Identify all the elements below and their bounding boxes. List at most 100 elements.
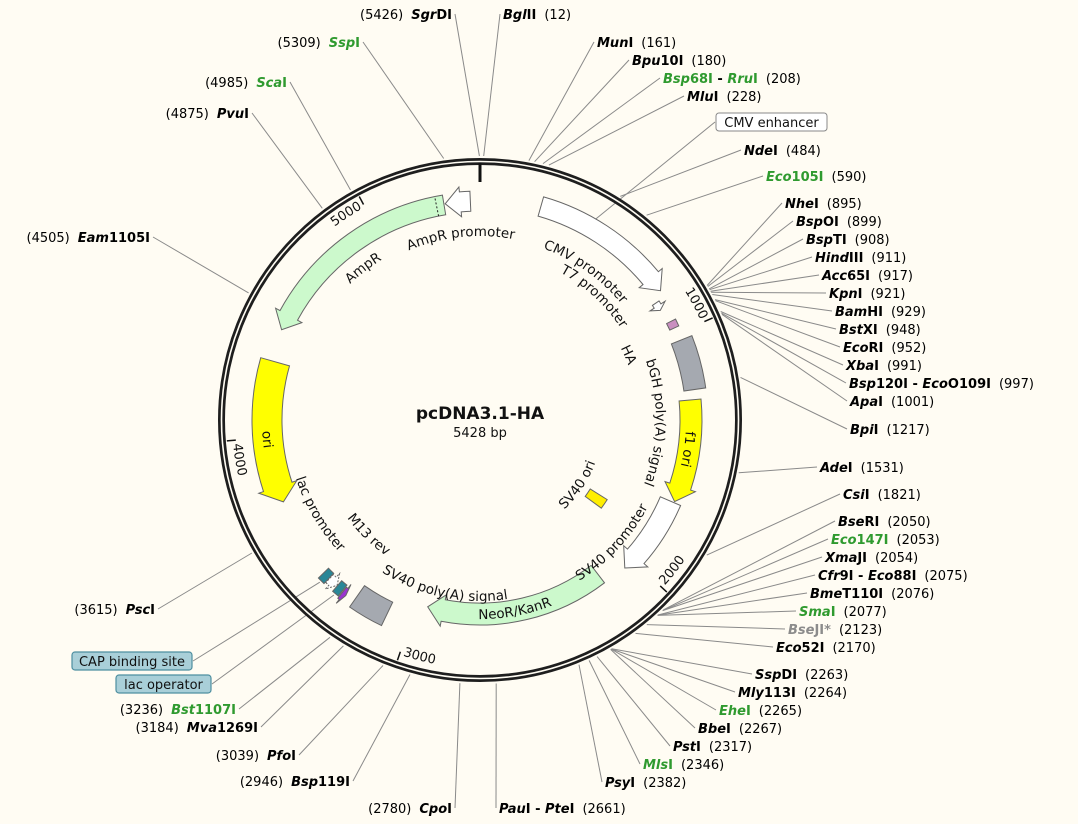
enzyme-site-mly113i[interactable]: Mly113I(2264) bbox=[738, 686, 847, 701]
enzyme-site-bspoi[interactable]: BspOI(899) bbox=[796, 215, 882, 230]
enzyme-site-xbai[interactable]: XbaI(991) bbox=[845, 359, 922, 374]
enzyme-site-nhei[interactable]: NheI(895) bbox=[785, 197, 862, 212]
enzyme-leader-line bbox=[657, 610, 797, 616]
enzyme-site-eco52i[interactable]: Eco52I(2170) bbox=[776, 641, 876, 656]
feature-sv40-promoter[interactable] bbox=[623, 496, 682, 569]
enzyme-leader-line bbox=[454, 683, 461, 809]
enzyme-site-ecori[interactable]: EcoRI(952) bbox=[843, 341, 926, 356]
enzyme-site-smai[interactable]: SmaI(2077) bbox=[799, 605, 887, 620]
enzyme-site-eam1105i[interactable]: (4505)Eam1105I bbox=[27, 231, 150, 246]
enzyme-leader-line bbox=[352, 674, 411, 782]
enzyme-site-xmaji[interactable]: XmaJI(2054) bbox=[824, 551, 918, 566]
enzyme-site-sspi[interactable]: (5309)SspI bbox=[278, 36, 360, 51]
feature-cap-binding-site[interactable] bbox=[317, 567, 335, 585]
enzyme-site-pvui[interactable]: (4875)PvuI bbox=[166, 107, 249, 122]
feature-t7-promoter[interactable] bbox=[648, 299, 667, 312]
enzyme-site-bspti[interactable]: BspTI(908) bbox=[806, 233, 890, 248]
feature-bgh-poly-a-signal[interactable] bbox=[670, 335, 707, 392]
enzyme-leader-line bbox=[707, 220, 794, 287]
enzyme-site-paui-ptei[interactable]: PauI - PteI(2661) bbox=[499, 802, 626, 817]
callout-lac-operator[interactable]: lac operator bbox=[115, 674, 212, 694]
enzyme-site-bstxi[interactable]: BstXI(948) bbox=[839, 323, 921, 338]
feature-label-m13-rev: M13 rev bbox=[344, 510, 393, 559]
enzyme-site-bsp68i-rrui[interactable]: Bsp68I - RruI(208) bbox=[663, 72, 801, 87]
enzyme-position: (917) bbox=[878, 269, 913, 284]
enzyme-leader-lines bbox=[152, 13, 848, 809]
enzyme-site-bseri[interactable]: BseRI(2050) bbox=[838, 515, 931, 530]
enzyme-site-muni[interactable]: MunI(161) bbox=[597, 36, 676, 51]
enzyme-site-scai[interactable]: (4985)ScaI bbox=[205, 76, 287, 91]
enzyme-site-ehei[interactable]: EheI(2265) bbox=[719, 704, 802, 719]
enzyme-site-bbei[interactable]: BbeI(2267) bbox=[698, 722, 782, 737]
feature-f1-ori[interactable] bbox=[664, 398, 703, 503]
feature-ori[interactable] bbox=[251, 357, 298, 503]
enzyme-position: (2946) bbox=[240, 775, 283, 790]
feature-label-sv40-poly-a-signal: SV40 poly(A) signal bbox=[380, 562, 509, 605]
enzyme-site-mlsi[interactable]: MlsI(2346) bbox=[643, 758, 724, 773]
enzyme-site-bmet110i[interactable]: BmeT110I(2076) bbox=[810, 587, 934, 602]
feature-ampr[interactable] bbox=[274, 194, 447, 331]
enzyme-site-eco105i[interactable]: Eco105I(590) bbox=[766, 170, 866, 185]
enzyme-position: (997) bbox=[999, 377, 1034, 392]
enzyme-position: (5309) bbox=[278, 36, 321, 51]
feature-sv40-ori[interactable] bbox=[584, 488, 608, 509]
enzyme-site-apai[interactable]: ApaI(1001) bbox=[849, 395, 934, 410]
enzyme-leader-line bbox=[706, 493, 841, 556]
enzyme-separator: - bbox=[531, 802, 545, 817]
enzyme-site-cpoi[interactable]: (2780)CpoI bbox=[368, 802, 452, 817]
enzyme-site-bsp119i[interactable]: (2946)Bsp119I bbox=[240, 775, 350, 790]
enzyme-site-eco147i[interactable]: Eco147I(2053) bbox=[831, 533, 940, 548]
enzyme-site-bpu10i[interactable]: Bpu10I(180) bbox=[632, 54, 726, 69]
enzyme-leader-line bbox=[709, 256, 813, 291]
enzyme-site-ndei[interactable]: NdeI(484) bbox=[744, 144, 821, 159]
enzyme-position: (5426) bbox=[360, 8, 403, 23]
enzyme-leader-line bbox=[720, 311, 844, 366]
feature-label-ampr-promoter: AmpR promoter bbox=[404, 224, 516, 254]
tick-mark bbox=[358, 196, 365, 205]
enzyme-site-cfr9i-eco88i[interactable]: Cfr9I - Eco88I(2075) bbox=[818, 569, 968, 584]
feature-sv40-poly-a-signal[interactable] bbox=[348, 585, 394, 627]
enzyme-site-mlui[interactable]: MluI(228) bbox=[687, 90, 761, 105]
enzyme-leader-line bbox=[578, 664, 603, 783]
enzyme-site-mva1269i[interactable]: (3184)Mva1269I bbox=[136, 721, 258, 736]
enzyme-site-adei[interactable]: AdeI(1531) bbox=[819, 461, 904, 476]
feature-lac-promoter[interactable] bbox=[323, 571, 341, 591]
feature-lac-operator[interactable] bbox=[331, 579, 348, 597]
plasmid-length: 5428 bp bbox=[453, 426, 507, 441]
enzyme-site-bseji[interactable]: BseJI*(2123) bbox=[788, 623, 882, 638]
callout-cap-binding-site[interactable]: CAP binding site bbox=[71, 651, 193, 671]
tick-mark bbox=[226, 439, 236, 442]
enzyme-position: (1217) bbox=[887, 423, 930, 438]
enzyme-site-psyi[interactable]: PsyI(2382) bbox=[605, 776, 686, 791]
enzyme-site-bsp120i-ecoo109i[interactable]: Bsp120I - EcoO109I(997) bbox=[849, 377, 1034, 392]
enzyme-site-bglii[interactable]: BglII(12) bbox=[503, 8, 571, 23]
callout-leader-line bbox=[192, 581, 321, 662]
enzyme-leader-line bbox=[715, 300, 841, 348]
feature-cmv-promoter[interactable] bbox=[537, 196, 663, 292]
enzyme-site-psci[interactable]: (3615)PscI bbox=[74, 603, 155, 618]
feature-neor-kanr[interactable] bbox=[427, 564, 606, 628]
enzyme-site-sspdi[interactable]: SspDI(2263) bbox=[755, 668, 848, 683]
enzyme-site-psti[interactable]: PstI(2317) bbox=[673, 740, 752, 755]
tick-mark bbox=[396, 651, 402, 661]
enzyme-position: (1531) bbox=[861, 461, 904, 476]
feature-m13-rev[interactable] bbox=[335, 584, 352, 604]
enzyme-site-pfoi[interactable]: (3039)PfoI bbox=[216, 749, 296, 764]
enzyme-position: (952) bbox=[891, 341, 926, 356]
feature-ha[interactable] bbox=[665, 318, 680, 331]
enzyme-site-bst1107i[interactable]: (3236)Bst1107I bbox=[120, 703, 236, 718]
enzyme-site-bpii[interactable]: BpiI(1217) bbox=[850, 423, 930, 438]
enzyme-position: (2077) bbox=[844, 605, 887, 620]
enzyme-site-hindiii[interactable]: HindIII(911) bbox=[815, 251, 906, 266]
callout-label: lac operator bbox=[124, 678, 203, 693]
enzyme-site-csii[interactable]: CsiI(1821) bbox=[843, 488, 921, 503]
enzyme-site-kpni[interactable]: KpnI(921) bbox=[829, 287, 905, 302]
callout-cmv-enhancer[interactable]: CMV enhancer bbox=[715, 112, 828, 132]
enzyme-site-sgrdi[interactable]: (5426)SgrDI bbox=[360, 8, 452, 23]
enzyme-site-acc65i[interactable]: Acc65I(917) bbox=[821, 269, 913, 284]
enzyme-position: (3039) bbox=[216, 749, 259, 764]
enzyme-site-bamhi[interactable]: BamHI(929) bbox=[835, 305, 926, 320]
enzyme-leader-line bbox=[662, 556, 823, 612]
feature-ampr-promoter[interactable] bbox=[444, 185, 472, 218]
